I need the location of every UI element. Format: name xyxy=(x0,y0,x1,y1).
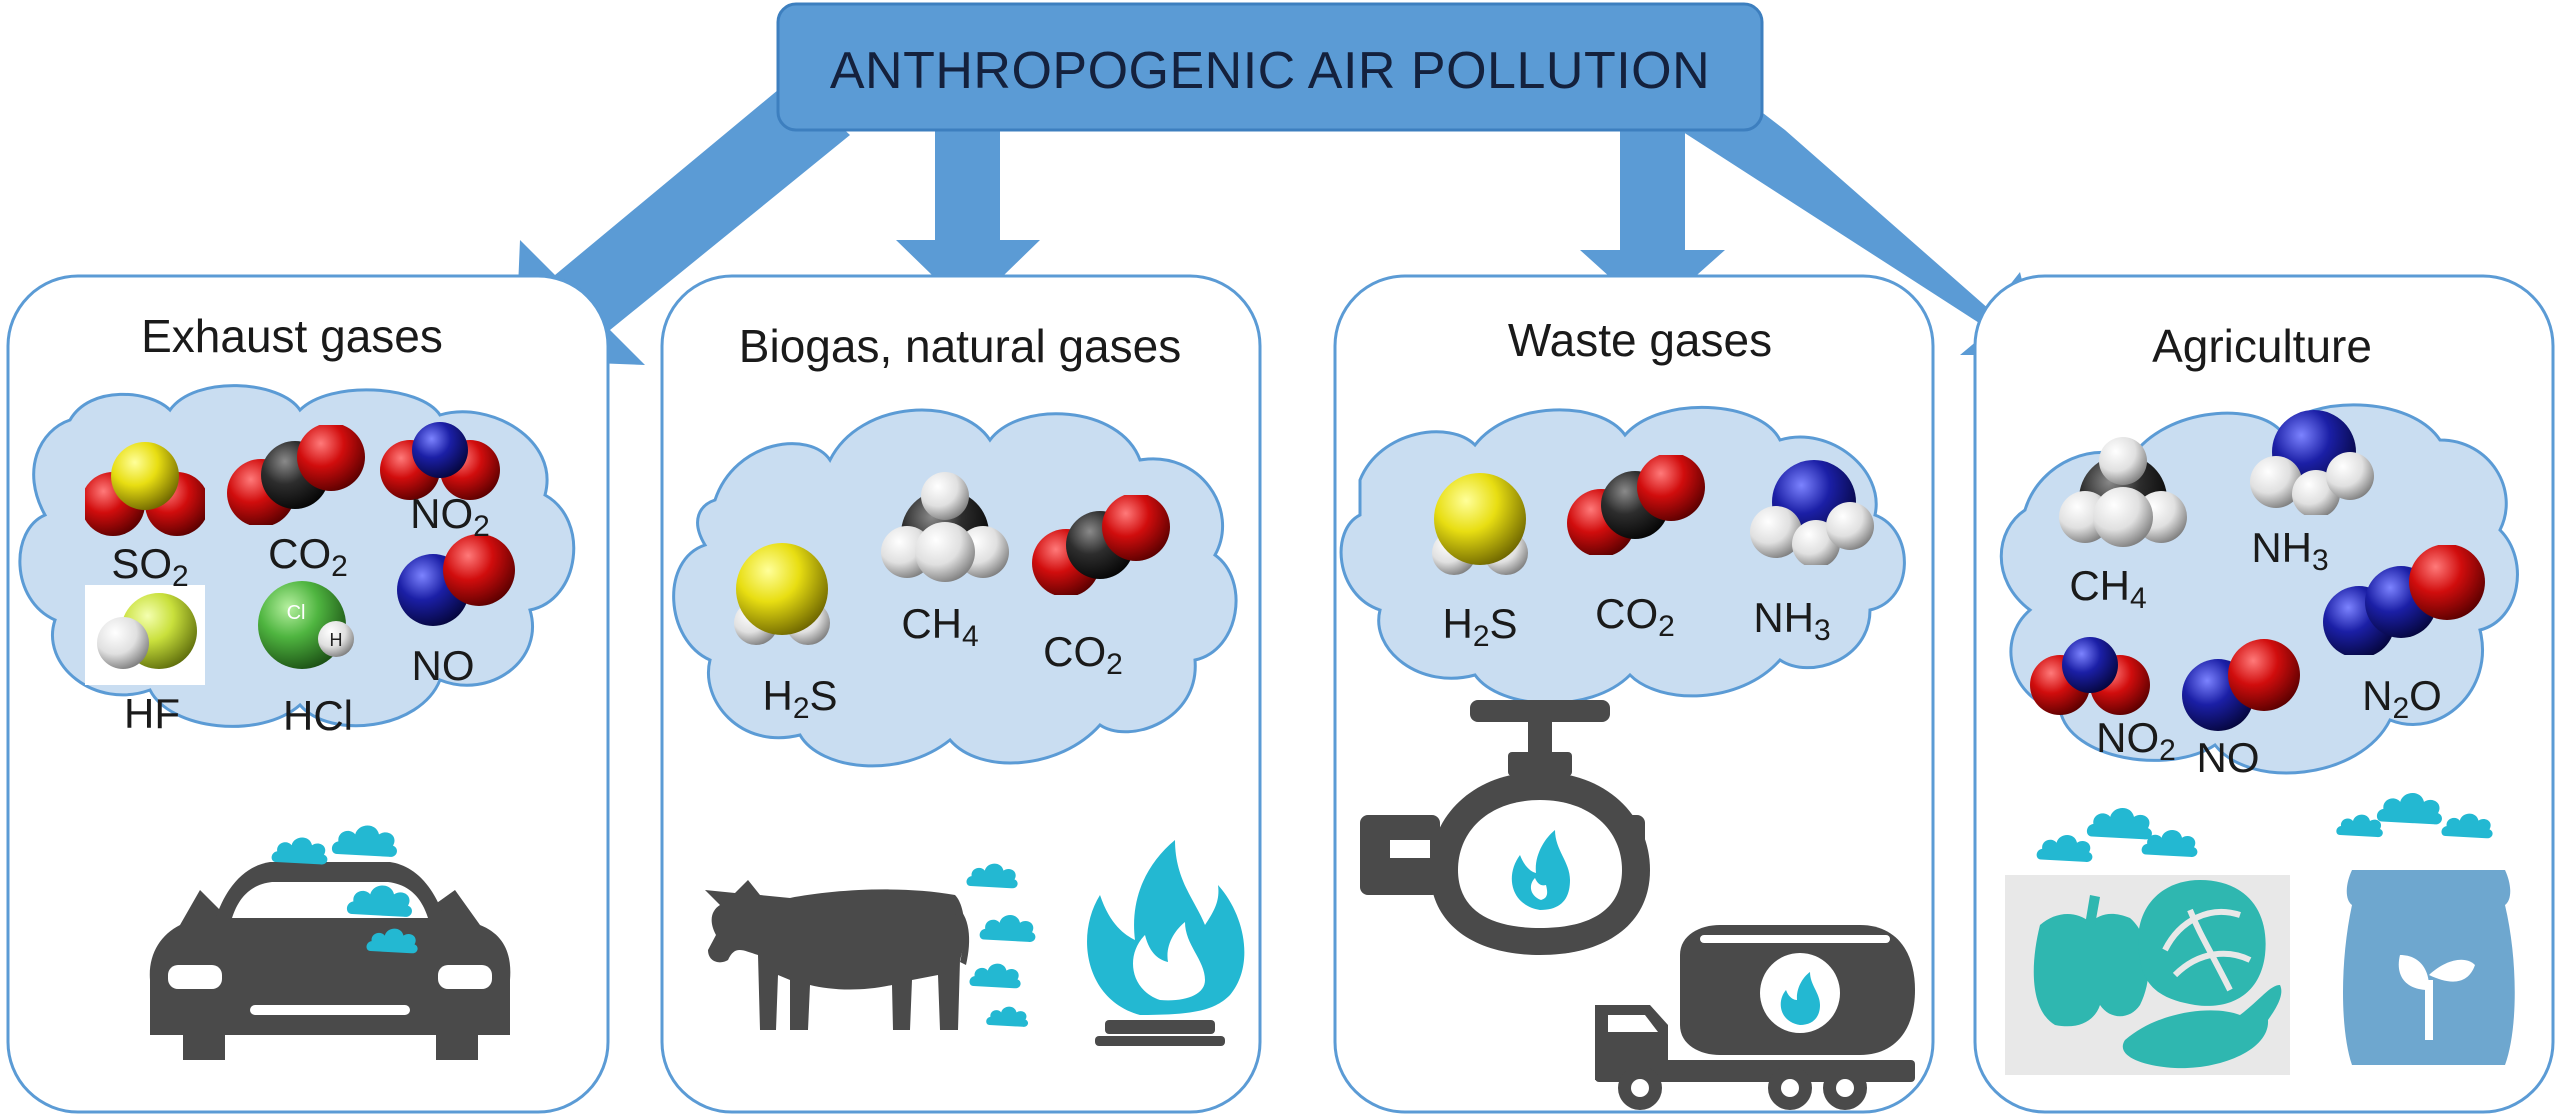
mol-label: HF xyxy=(124,690,180,737)
mol-label: CH4 xyxy=(2069,562,2146,615)
root-title: ANTHROPOGENIC AIR POLLUTION xyxy=(830,42,1710,100)
panel-title: Agriculture xyxy=(2152,320,2372,372)
arrow-to-agriculture xyxy=(1680,80,2040,355)
mol-label: CO2 xyxy=(1595,590,1675,643)
mol-label: H2S xyxy=(762,672,837,725)
arrow-to-biogas xyxy=(896,120,1040,310)
panel-title: Waste gases xyxy=(1508,314,1772,366)
mol-label: CO2 xyxy=(1043,628,1123,681)
panel-biogas: Biogas, natural gases H2S CH4 CO2 xyxy=(660,274,1262,1114)
mol-label: NH3 xyxy=(1753,594,1830,647)
mol-label: N2O xyxy=(2362,672,2442,725)
panel-title: Biogas, natural gases xyxy=(739,320,1181,372)
arrows xyxy=(515,80,2040,365)
mol-label: NO2 xyxy=(410,490,490,543)
panel-exhaust: Exhaust gases SO2 CO2 NO2 HF HCl NO xyxy=(6,274,610,1114)
mol-label: CO2 xyxy=(268,530,348,583)
hf-molecule xyxy=(85,585,205,685)
cow-icon xyxy=(705,880,970,1030)
h2s-molecule xyxy=(1432,473,1528,575)
panel-title: Exhaust gases xyxy=(141,310,443,362)
mol-label: NH3 xyxy=(2251,524,2328,577)
mol-label: NO xyxy=(2197,734,2260,781)
mol-label: NO xyxy=(412,642,475,689)
gas-valve-icon xyxy=(1360,700,1650,955)
h2s-molecule xyxy=(734,543,830,645)
mol-label: HCl xyxy=(283,692,353,739)
panel-waste: Waste gases H2S CO2 NH3 xyxy=(1333,274,1935,1114)
vegetables-icon xyxy=(2005,875,2290,1075)
tanker-truck-icon xyxy=(1595,925,1915,1110)
car-icon xyxy=(149,862,511,1060)
mol-label: H2S xyxy=(1442,600,1517,653)
mol-label: NO2 xyxy=(2096,714,2176,767)
fertilizer-sack-icon xyxy=(2343,870,2515,1065)
gas-flame-icon xyxy=(1087,840,1245,1046)
mol-label: CH4 xyxy=(901,600,978,653)
root-node: ANTHROPOGENIC AIR POLLUTION xyxy=(776,2,1764,132)
mol-label: SO2 xyxy=(111,540,188,593)
cloud xyxy=(672,408,1238,768)
arrow-to-waste xyxy=(1580,120,1725,315)
panel-agriculture: Agriculture CH4 NH3 N2O NO2 NO xyxy=(1973,274,2555,1114)
arrow-to-exhaust xyxy=(515,80,850,365)
